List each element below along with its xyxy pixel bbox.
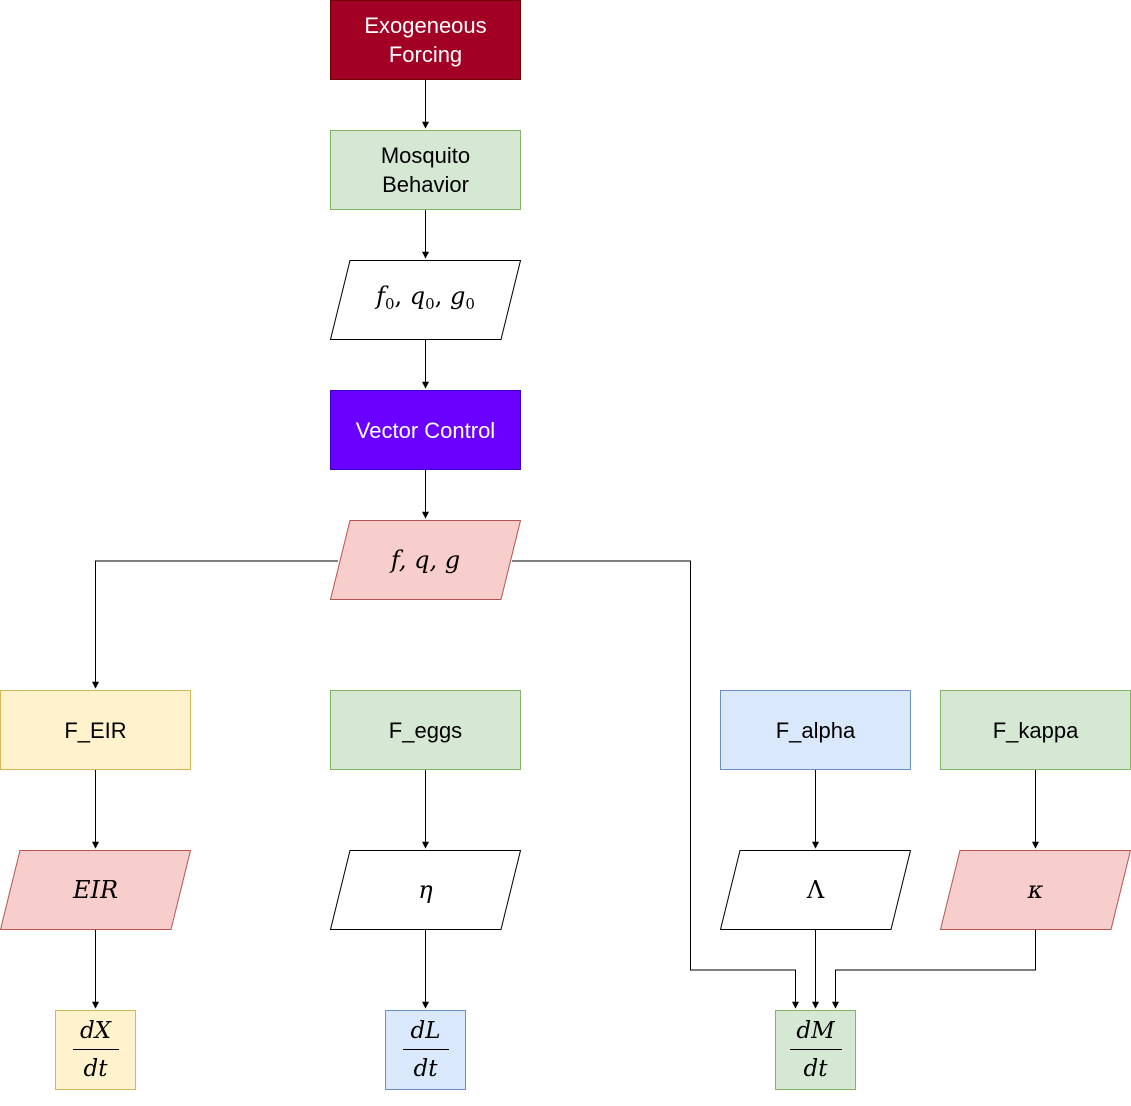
mosquito-behavior-node: Mosquito Behavior	[330, 130, 521, 210]
baseline-params-shape	[329, 260, 522, 340]
vector-control-node: Vector Control	[330, 390, 521, 470]
edge-effect-to-f-eir	[92, 560, 338, 689]
dxdt-numerator: dX	[79, 1018, 112, 1044]
dmdt-numerator: dM	[796, 1018, 835, 1044]
edge-kappa-to-dmdt	[832, 930, 1036, 1009]
dmdt-fraction-bar	[789, 1049, 842, 1050]
f-eir-label: F_EIR	[64, 717, 127, 743]
eir-node: EIR	[0, 850, 192, 930]
kappa-shape	[939, 850, 1131, 930]
exogeneous-forcing-line1: Exogeneous	[364, 13, 487, 38]
kappa-label: κ	[1027, 875, 1044, 904]
lambda-shape	[719, 850, 912, 930]
edge-effect-to-dmdt	[512, 560, 799, 1009]
eta-node: η	[329, 850, 522, 930]
f-eir-node: F_EIR	[0, 690, 191, 770]
f-alpha-label: F_alpha	[775, 717, 856, 743]
eta-shape	[329, 850, 522, 930]
dxdt-denominator: dt	[83, 1056, 108, 1082]
effect-params-label: f, q, g	[390, 545, 461, 574]
dldt-denominator: dt	[413, 1056, 438, 1082]
f-eggs-node: F_eggs	[330, 690, 521, 770]
dmdt-denominator: dt	[803, 1056, 828, 1082]
f-alpha-node: F_alpha	[720, 690, 911, 770]
f-eggs-label: F_eggs	[388, 717, 463, 743]
f-kappa-node: F_kappa	[940, 690, 1131, 770]
eir-label: EIR	[72, 875, 119, 904]
dmdt-fraction: dM dt	[789, 1017, 842, 1083]
dldt-node: dL dt	[385, 1010, 466, 1090]
dxdt-fraction: dX dt	[72, 1017, 119, 1083]
dxdt-node: dX dt	[55, 1010, 136, 1090]
lambda-node: Λ	[719, 850, 912, 930]
kappa-node: κ	[939, 850, 1131, 930]
baseline-params-label: f0, q0, g0	[376, 281, 475, 313]
eta-label: η	[418, 875, 433, 904]
dldt-numerator: dL	[410, 1018, 441, 1044]
dxdt-fraction-bar	[72, 1049, 119, 1050]
effect-params-shape	[329, 520, 522, 600]
dldt-fraction: dL dt	[402, 1017, 449, 1083]
eir-shape	[0, 850, 192, 930]
exogeneous-forcing-node: Exogeneous Forcing	[330, 0, 521, 80]
dmdt-node: dM dt	[775, 1010, 856, 1090]
vector-control-label: Vector Control	[355, 417, 496, 443]
effect-params-node: f, q, g	[329, 520, 522, 600]
lambda-label: Λ	[806, 875, 825, 904]
exogeneous-forcing-line2: Forcing	[388, 42, 463, 67]
mosquito-behavior-line2: Behavior	[382, 172, 469, 197]
baseline-params-node: f0, q0, g0	[329, 260, 522, 340]
mosquito-behavior-line1: Mosquito	[380, 143, 471, 168]
dldt-fraction-bar	[402, 1049, 449, 1050]
f-kappa-label: F_kappa	[992, 717, 1079, 743]
